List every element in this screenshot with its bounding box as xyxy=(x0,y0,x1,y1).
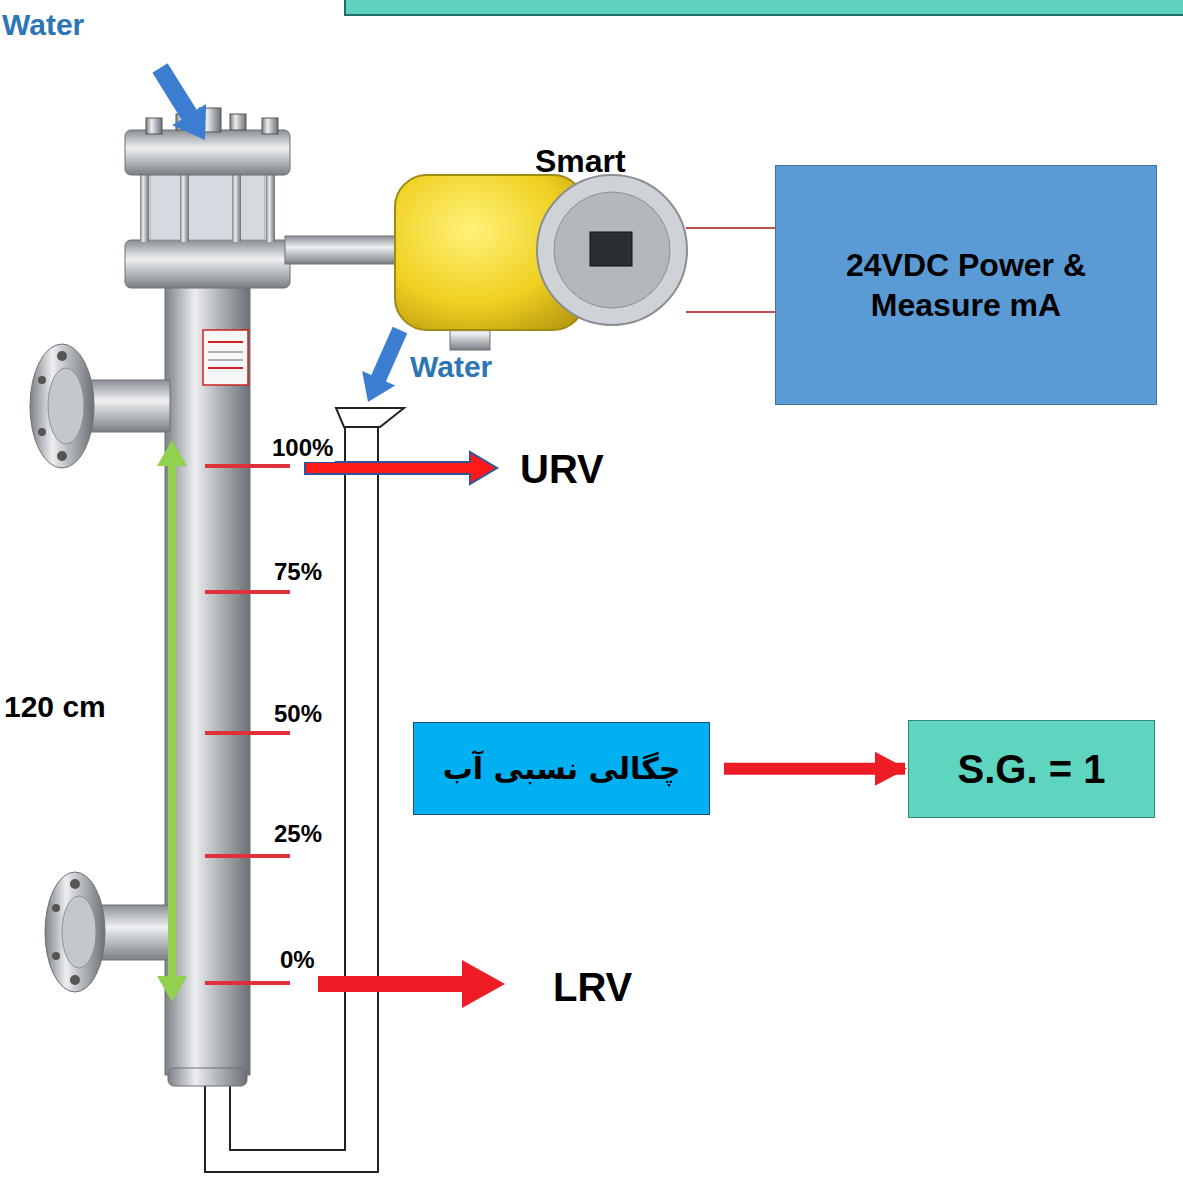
dimension-label: 120 cm xyxy=(4,690,106,725)
level-percent: 100% xyxy=(270,434,335,462)
level-percent: 25% xyxy=(272,820,324,848)
chamber-tube xyxy=(165,285,250,1086)
lower-flange xyxy=(45,872,170,992)
level-percent: 0% xyxy=(278,946,317,974)
box-text: چگالی نسبی آب xyxy=(443,750,681,788)
smart-transmitter xyxy=(285,175,687,350)
flow-label: Water xyxy=(2,8,84,43)
level-percent: 50% xyxy=(272,700,324,728)
flow-label: Water xyxy=(410,350,492,385)
water-inlet-arrow xyxy=(362,327,407,402)
span-dimension-arrow xyxy=(157,440,187,1002)
range-label: LRV xyxy=(553,964,632,1010)
density-box: چگالی نسبی آب xyxy=(413,722,710,815)
level-percent: 75% xyxy=(272,558,324,586)
box-text: S.G. = 1 xyxy=(958,744,1106,794)
device-label: Smart xyxy=(535,143,626,180)
box-text: 24VDC Power & Measure mA xyxy=(786,245,1146,325)
power-supply-box: 24VDC Power & Measure mA xyxy=(775,165,1157,405)
lrv-arrow xyxy=(318,960,505,1008)
range-label: URV xyxy=(520,446,604,492)
value-box: S.G. = 1 xyxy=(908,720,1155,818)
upper-flange xyxy=(30,344,170,468)
top-flange-assembly xyxy=(125,108,290,288)
signal-wires xyxy=(686,228,776,312)
connector-arrow xyxy=(724,763,905,775)
top-banner xyxy=(345,0,1183,15)
water-inlet-arrow xyxy=(152,63,206,140)
